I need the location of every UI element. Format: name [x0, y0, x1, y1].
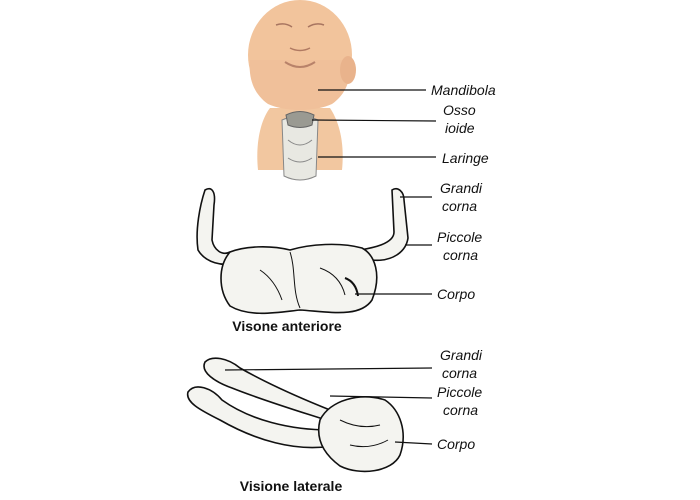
lateral-caption: Visione laterale	[240, 478, 343, 494]
lateral-label-greater-horns-1: Grandi	[440, 347, 483, 363]
hyoid-anterior-illustration	[196, 187, 409, 315]
label-hyoid-1: Osso	[443, 102, 476, 118]
lateral-label-lesser-horns-1: Piccole	[437, 384, 482, 400]
lateral-greater-horns-leader	[224, 367, 433, 371]
anterior-label-lesser-horns-2: corna	[443, 247, 478, 263]
label-larynx: Laringe	[442, 150, 489, 166]
lateral-lesser-horns-leader	[329, 395, 433, 399]
anterior-caption: Visone anteriore	[232, 318, 342, 334]
lateral-label-body: Corpo	[437, 436, 475, 452]
hyoid-lateral-illustration	[186, 357, 404, 473]
lateral-label-greater-horns-2: corna	[442, 365, 477, 381]
anterior-label-body: Corpo	[437, 286, 475, 302]
label-hyoid-2: ioide	[445, 120, 475, 136]
hyoid-leader	[311, 119, 437, 122]
label-mandible: Mandibola	[431, 82, 496, 98]
anterior-label-greater-horns-1: Grandi	[440, 180, 483, 196]
lateral-label-lesser-horns-2: corna	[443, 402, 478, 418]
lateral-body-leader	[394, 441, 433, 445]
head-illustration	[248, 0, 356, 181]
anterior-label-greater-horns-2: corna	[442, 198, 477, 214]
anterior-label-lesser-horns-1: Piccole	[437, 229, 482, 245]
